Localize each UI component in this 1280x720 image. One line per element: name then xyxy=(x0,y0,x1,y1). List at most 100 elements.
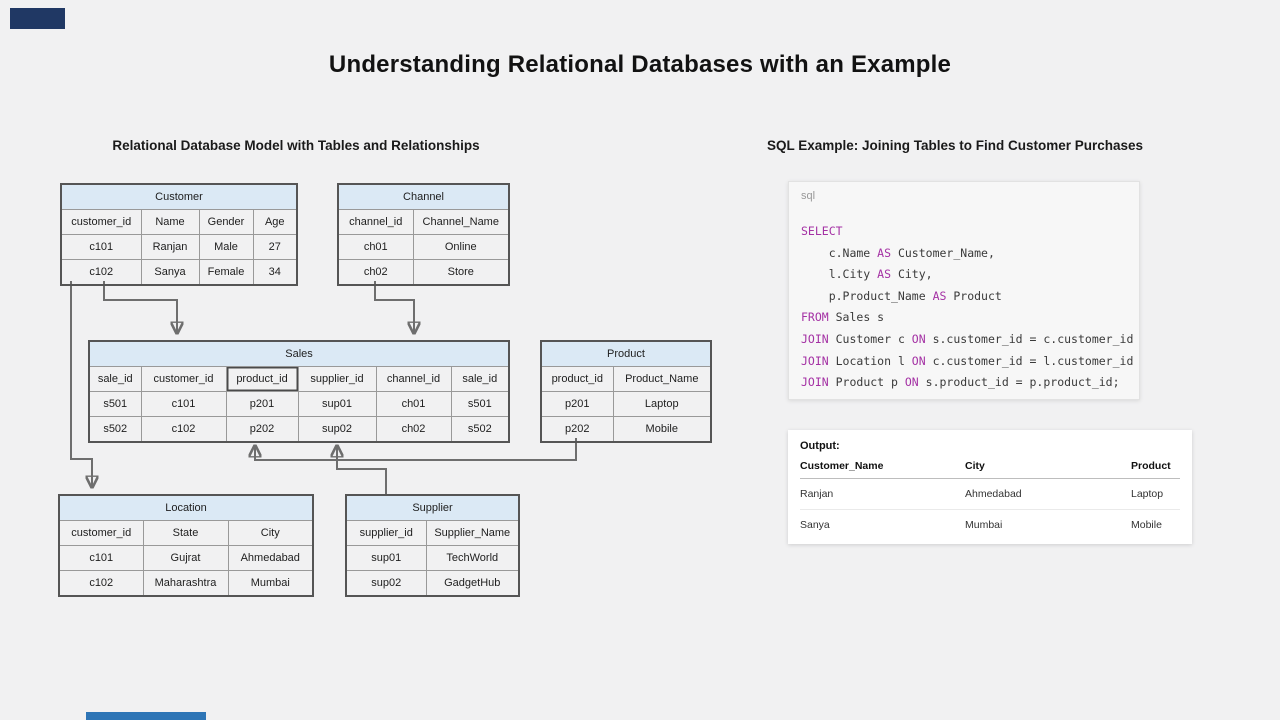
output-cell: Ranjan xyxy=(800,478,965,510)
erd-cell: ch01 xyxy=(337,234,414,260)
erd-column-header: State xyxy=(142,520,229,546)
sql-keyword: JOIN xyxy=(801,375,829,390)
sql-code-lines: SELECT c.Name AS Customer_Name, l.City A… xyxy=(801,221,1133,394)
erd-cell: ch02 xyxy=(375,416,452,443)
erd-column-header: sale_id xyxy=(88,366,142,392)
erd-cell: p202 xyxy=(540,416,614,443)
code-line: c.Name AS Customer_Name, xyxy=(801,243,1127,265)
erd-cell: Laptop xyxy=(612,391,712,417)
output-cell: Mobile xyxy=(1131,519,1162,531)
erd-section-heading: Relational Database Model with Tables an… xyxy=(112,138,480,153)
erd-cell: c101 xyxy=(140,391,227,417)
erd-cell: s501 xyxy=(450,391,510,417)
code-language-label: sql xyxy=(801,190,816,202)
erd-cell: s502 xyxy=(450,416,510,443)
erd-cell: sup02 xyxy=(345,570,427,597)
output-column-header: Customer_Name xyxy=(800,459,965,479)
erd-column-header: Supplier_Name xyxy=(425,520,520,546)
code-line: JOIN Product p ON s.product_id = p.produ… xyxy=(801,372,1127,394)
page-title: Understanding Relational Databases with … xyxy=(328,51,952,78)
erd-cell: p201 xyxy=(225,391,299,417)
output-cell: Sanya xyxy=(800,519,830,531)
erd-cell: p202 xyxy=(225,416,299,443)
code-line: l.City AS City, xyxy=(801,264,1127,286)
erd-cell: Male xyxy=(198,234,254,260)
erd-column-header: channel_id xyxy=(375,366,452,392)
erd-cell: Mobile xyxy=(612,416,712,443)
sql-token: Product xyxy=(946,288,1002,303)
erd-cell: Online xyxy=(412,234,510,260)
erd-table-title: Sales xyxy=(88,340,510,367)
connector-supplier-sales xyxy=(337,447,387,494)
erd-column-header: supplier_id xyxy=(345,520,427,546)
erd-cell: s501 xyxy=(88,391,142,417)
erd-cell: Store xyxy=(412,259,510,286)
sql-token: Location l xyxy=(828,353,912,368)
erd-cell: Ranjan xyxy=(140,234,200,260)
code-line: p.Product_Name AS Product xyxy=(801,286,1127,308)
code-line: JOIN Customer c ON s.customer_id = c.cus… xyxy=(801,329,1133,351)
erd-cell: sup01 xyxy=(297,391,377,417)
sql-keyword: AS xyxy=(877,245,892,260)
sql-keyword: AS xyxy=(932,288,947,303)
erd-cell: GadgetHub xyxy=(425,570,520,597)
sql-keyword: FROM xyxy=(801,310,829,325)
erd-column-header: Age xyxy=(252,209,298,235)
sql-token: Customer c xyxy=(828,331,912,346)
sql-section-heading: SQL Example: Joining Tables to Find Cust… xyxy=(766,138,1144,153)
output-column-header: City xyxy=(965,459,1131,479)
erd-column-header: Gender xyxy=(198,209,254,235)
sql-keyword: SELECT xyxy=(801,224,843,238)
connector-customer-sales xyxy=(103,281,177,332)
erd-cell: Maharashtra xyxy=(142,570,229,597)
connector-channel-sales xyxy=(374,281,414,332)
sql-keyword: AS xyxy=(877,267,892,282)
code-line: SELECT xyxy=(801,221,1127,243)
sql-keyword: ON xyxy=(911,353,926,368)
erd-cell: Mumbai xyxy=(227,570,314,597)
erd-cell: 34 xyxy=(252,259,298,286)
output-cell: Laptop xyxy=(1131,478,1180,510)
erd-column-header: customer_id xyxy=(60,209,142,235)
erd-column-header: channel_id xyxy=(337,209,414,235)
erd-table-title: Customer xyxy=(60,183,298,210)
sql-token: Product p xyxy=(828,375,905,390)
accent-bar-top xyxy=(10,8,65,29)
code-line: JOIN Location l ON c.customer_id = l.cus… xyxy=(801,351,1133,373)
erd-cell: Sanya xyxy=(140,259,200,286)
sql-token: Customer_Name, xyxy=(891,245,995,260)
output-row: Sanya Mumbai Mobile xyxy=(800,510,1180,543)
erd-column-header: product_id xyxy=(540,366,614,392)
erd-table-title: Channel xyxy=(337,183,510,210)
erd-cell: s502 xyxy=(88,416,142,443)
erd-cell: c101 xyxy=(60,234,142,260)
erd-column-header: Name xyxy=(140,209,200,235)
erd-cell: 27 xyxy=(252,234,298,260)
erd-cell: Gujrat xyxy=(142,545,229,571)
erd-cell: c102 xyxy=(140,416,227,443)
erd-column-header: Product_Name xyxy=(612,366,712,392)
output-cell: Mumbai xyxy=(965,519,1003,531)
erd-table-title: Location xyxy=(58,494,314,521)
sql-keyword: JOIN xyxy=(801,331,829,346)
erd-column-header: supplier_id xyxy=(297,366,377,392)
sql-token: l.City xyxy=(801,267,878,282)
erd-cell: c102 xyxy=(58,570,144,597)
output-cell: Ahmedabad xyxy=(965,478,1131,510)
output-label: Output: xyxy=(800,440,840,452)
